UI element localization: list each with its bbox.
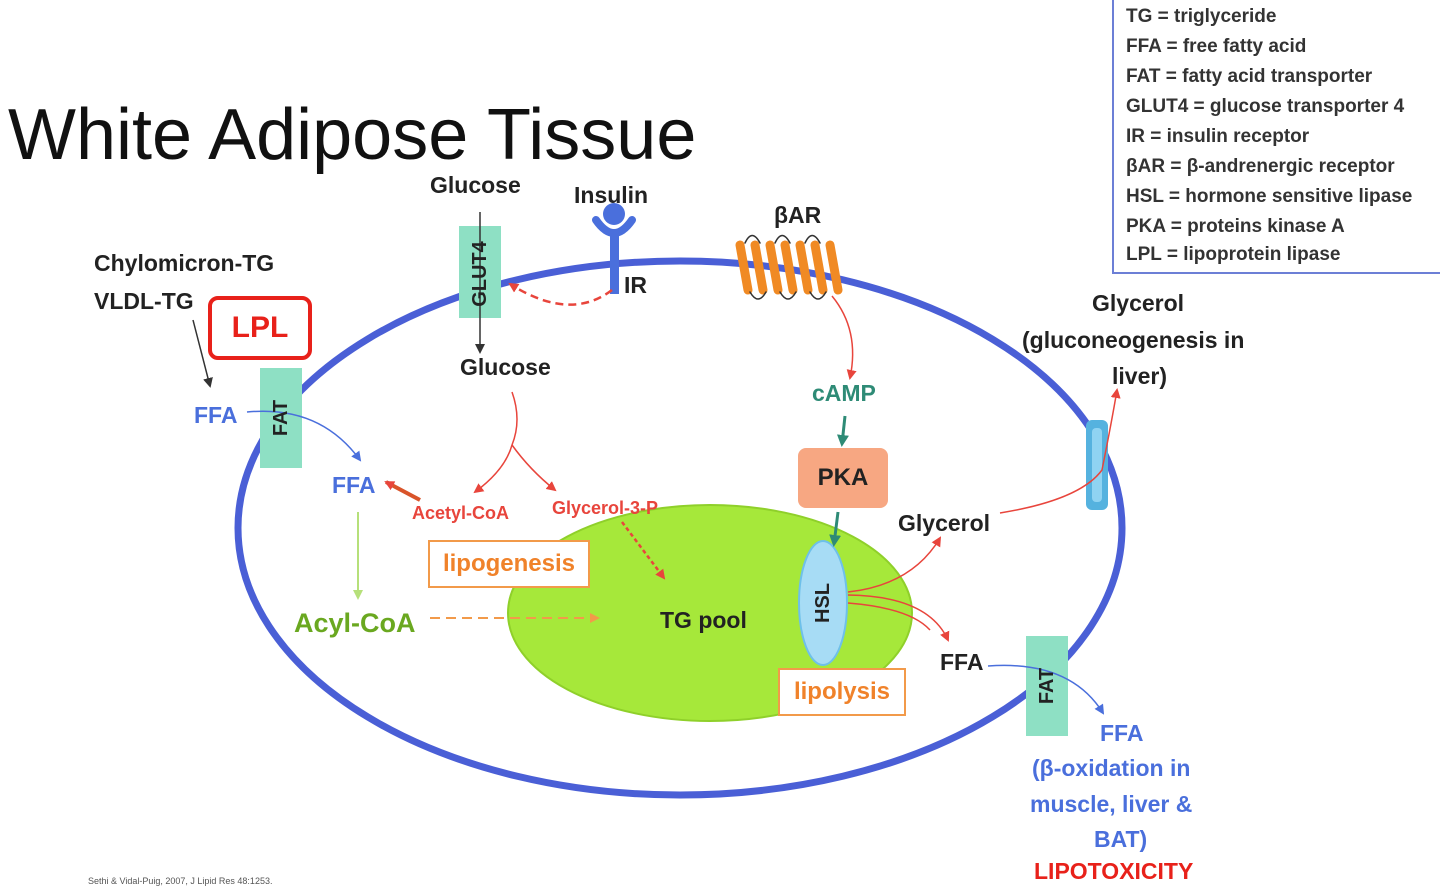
arrow-ffa-export xyxy=(987,664,1105,715)
acetyl-coa-label: Acetyl-CoA xyxy=(412,503,510,523)
arrow-pka-to-hsl xyxy=(829,511,842,547)
glycerol-gluconeogenesis-label: (gluconeogenesis in xyxy=(1022,327,1245,353)
legend-item: FAT = fatty acid transporter xyxy=(1126,66,1373,87)
legend-item: PKA = proteins kinase A xyxy=(1126,216,1345,237)
fat-transporter-right xyxy=(1026,636,1068,736)
glut4-label: GLUT4 xyxy=(469,241,491,307)
chylomicron-label: Chylomicron-TG xyxy=(94,250,275,276)
fat-left-label: FAT xyxy=(270,399,292,437)
ffa-destination-label: FFA xyxy=(1100,720,1144,746)
arrow-glycerol-export xyxy=(999,388,1121,514)
arrow-hsl-to-ffa-2 xyxy=(847,602,931,631)
ffa-released-label: FFA xyxy=(940,649,984,675)
cell-membrane xyxy=(234,257,1126,799)
arrow-glucose-split xyxy=(473,391,518,494)
insulin-receptor-icon xyxy=(592,203,636,294)
legend-item: GLUT4 = glucose transporter 4 xyxy=(1126,96,1405,117)
arrow-ir-to-glut4 xyxy=(508,282,613,306)
tg-pool-label: TG pool xyxy=(660,607,747,633)
legend-item: βAR = β-andrenergic receptor xyxy=(1126,156,1395,177)
legend-item: IR = insulin receptor xyxy=(1126,126,1310,147)
arrow-bar-to-camp xyxy=(831,295,857,380)
arrow-chylo-to-ffa xyxy=(192,319,213,388)
arrow-glycerol3p-to-tg xyxy=(621,521,666,580)
fat-right-label: FAT xyxy=(1036,667,1058,705)
beta-ar-label: βAR xyxy=(774,202,822,228)
ffa-beta-oxidation-label: (β-oxidation in xyxy=(1032,755,1191,781)
legend-box: TG = triglyceride FFA = free fatty acid … xyxy=(1112,0,1440,274)
glycerol-3p-label: Glycerol-3-P xyxy=(552,498,659,518)
camp-label: cAMP xyxy=(812,380,876,406)
lpl-box: LPL xyxy=(208,296,312,360)
arrow-glucose-to-glycerol3p xyxy=(511,444,557,492)
beta-ar-receptor-icon xyxy=(735,234,843,300)
lipolysis-box: lipolysis xyxy=(778,668,906,716)
arrow-acetylcoa-to-ffa xyxy=(384,480,421,502)
ffa-tissues-label: muscle, liver & xyxy=(1030,791,1193,817)
lipogenesis-box: lipogenesis xyxy=(428,540,590,588)
glycerol-outside-label: Glycerol xyxy=(1092,290,1185,316)
ir-label: IR xyxy=(624,272,647,298)
legend-item: LPL = lipoprotein lipase xyxy=(1126,244,1341,265)
acyl-coa-label: Acyl-CoA xyxy=(294,608,416,638)
glycerol-inside-label: Glycerol xyxy=(898,510,991,536)
glucose-inside-label: Glucose xyxy=(460,354,551,380)
fat-transporter-left xyxy=(260,368,302,468)
legend-item: FFA = free fatty acid xyxy=(1126,36,1307,57)
page-title: White Adipose Tissue xyxy=(8,95,697,175)
glucose-outside-label: Glucose xyxy=(430,172,521,198)
lipotoxicity-label: LIPOTOXICITY xyxy=(1034,858,1194,884)
insulin-label: Insulin xyxy=(574,182,649,208)
hsl-label: HSL xyxy=(812,583,834,623)
pka-box: PKA xyxy=(798,448,888,508)
arrow-hsl-to-ffa xyxy=(847,594,950,642)
legend-item: TG = triglyceride xyxy=(1126,6,1277,27)
citation: Sethi & Vidal-Puig, 2007, J Lipid Res 48… xyxy=(88,876,273,886)
ffa-outside-label: FFA xyxy=(194,402,238,428)
ffa-inside-label: FFA xyxy=(332,472,376,498)
arrow-hsl-to-glycerol xyxy=(847,536,942,593)
hsl-enzyme xyxy=(798,540,848,666)
vldl-label: VLDL-TG xyxy=(94,288,194,314)
glycerol-channel-icon-inner xyxy=(1092,428,1102,502)
ffa-bat-label: BAT) xyxy=(1094,826,1148,852)
arrow-camp-to-pka xyxy=(836,415,849,447)
arrow-ffa-uptake xyxy=(246,410,362,462)
glycerol-liver-label: liver) xyxy=(1112,363,1167,389)
legend-item: HSL = hormone sensitive lipase xyxy=(1126,186,1413,207)
